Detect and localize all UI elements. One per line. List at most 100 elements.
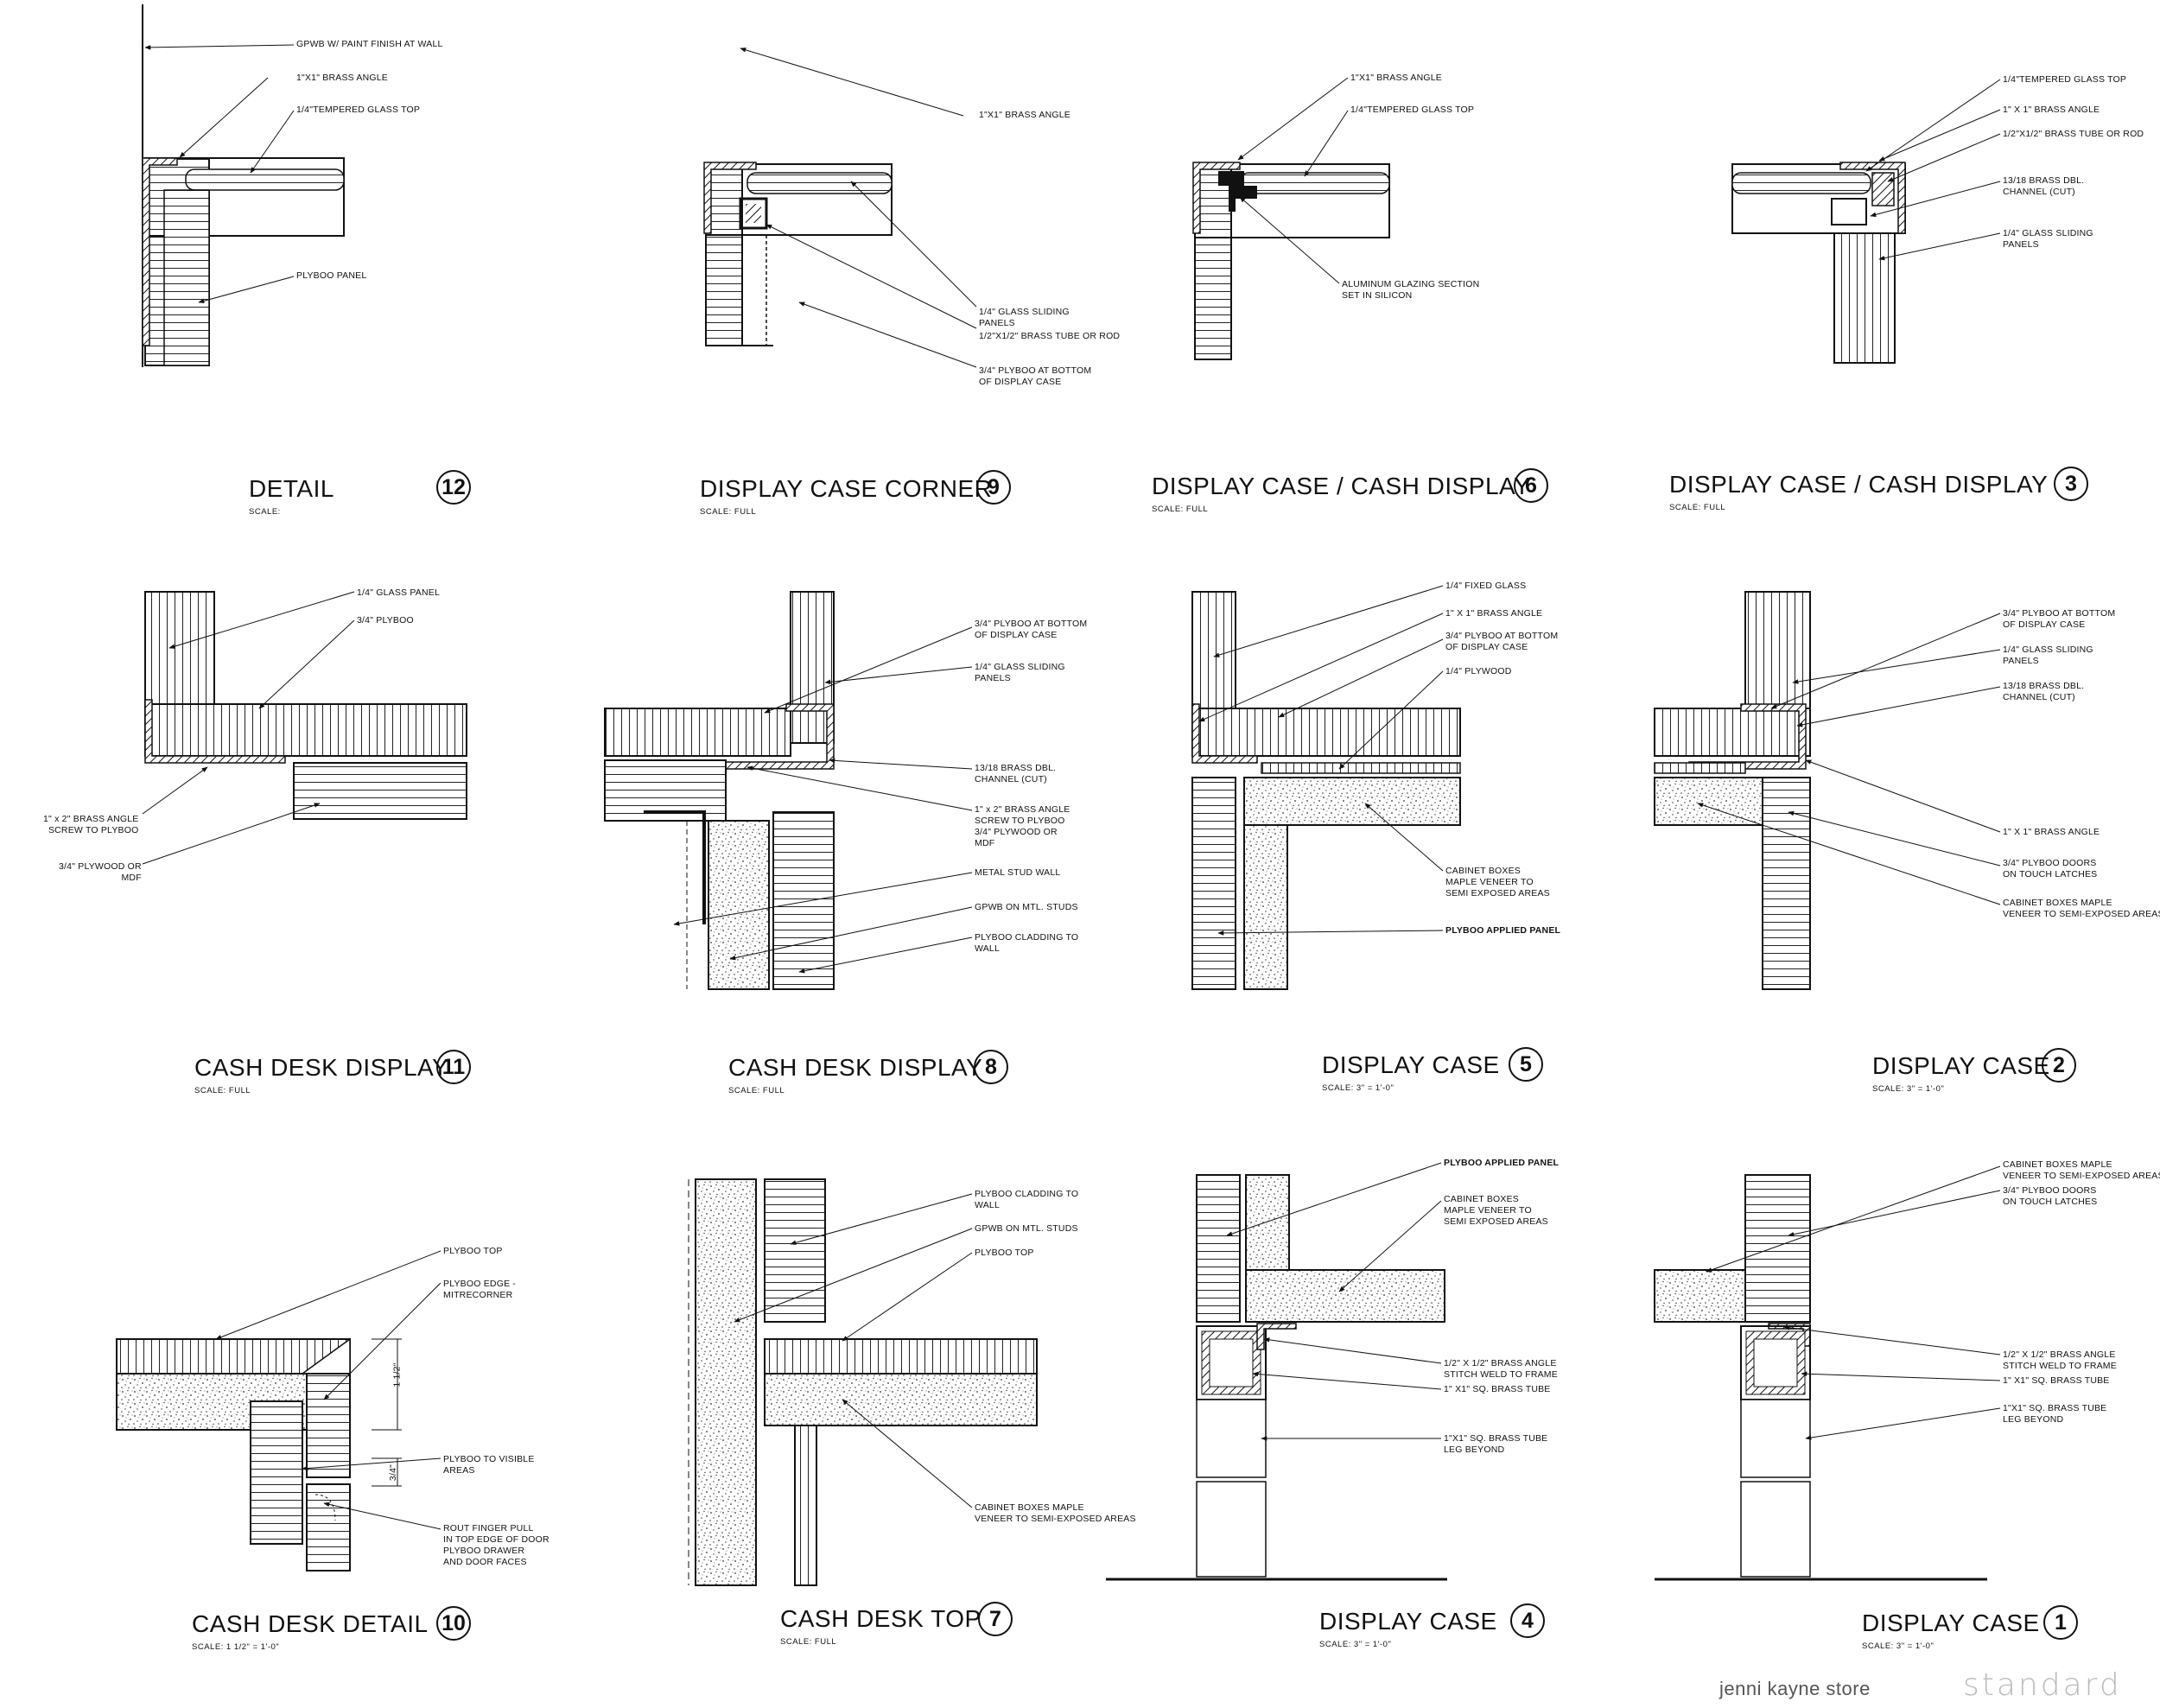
note-brass-angle: 1" x 2" BRASS ANGLE SCREW TO PLYBOO 3/4"… <box>975 804 1070 848</box>
detail-number: 11 <box>436 1050 471 1084</box>
note-glass-panel: 1/4" GLASS PANEL <box>357 587 441 598</box>
detail-number: 9 <box>976 470 1011 505</box>
detail-title: CASH DESK TOP <box>780 1605 982 1632</box>
note-plyboo-panel: PLYBOO PANEL <box>296 270 367 281</box>
note-glass-top: 1/4"TEMPERED GLASS TOP <box>2003 74 2127 85</box>
note-plyboo-bottom: 3/4" PLYBOO AT BOTTOM OF DISPLAY CASE <box>979 365 1092 387</box>
detail-number: 12 <box>436 470 471 505</box>
note-plywood: 3/4" PLYWOOD OR MDF <box>59 861 142 883</box>
detail-2-drawing <box>1654 591 2001 990</box>
note-cabinet-boxes: CABINET BOXES MAPLE VENEER TO SEMI EXPOS… <box>1444 1194 1548 1227</box>
detail-scale: SCALE: FULL <box>194 1086 251 1095</box>
detail-9: 1"X1" BRASS ANGLE 1/4" GLASS SLIDING PAN… <box>540 0 1120 553</box>
detail-4-drawing <box>1106 1162 1447 1581</box>
note-glass-panels: 1/4" GLASS SLIDING PANELS <box>975 662 1065 683</box>
note-cabinet-boxes: CABINET BOXES MAPLE VENEER TO SEMI-EXPOS… <box>2003 898 2160 919</box>
detail-title: CASH DESK DETAIL <box>192 1610 429 1637</box>
detail-scale: SCALE: 3" = 1'-0" <box>1862 1641 1934 1651</box>
note-visible-areas: PLYBOO TO VISIBLE AREAS <box>443 1454 535 1476</box>
detail-6: 1"X1" BRASS ANGLE 1/4"TEMPERED GLASS TOP… <box>1080 0 1620 553</box>
note-glass-top: 1/4"TEMPERED GLASS TOP <box>1350 105 1475 115</box>
note-brass-angle: 1" X 1" BRASS ANGLE <box>1445 608 1543 619</box>
detail-12: GPWB W/ PAINT FINISH AT WALL 1"X1" BRASS… <box>0 0 540 553</box>
detail-scale: SCALE: 3" = 1'-0" <box>1322 1083 1394 1093</box>
detail-8: 3/4" PLYBOO AT BOTTOM OF DISPLAY CASE 1/… <box>540 553 1087 1123</box>
note-plywood: 1/4" PLYWOOD <box>1445 666 1512 676</box>
detail-title: DISPLAY CASE <box>1319 1608 1497 1635</box>
note-brass-angle: 1" X 1" BRASS ANGLE <box>2003 827 2100 837</box>
note-doors: 3/4" PLYBOO DOORS ON TOUCH LATCHES <box>2003 1185 2098 1207</box>
note-brass-angle: 1"X1" BRASS ANGLE <box>296 73 388 83</box>
detail-number: 8 <box>974 1050 1008 1084</box>
detail-number: 5 <box>1509 1047 1543 1082</box>
detail-2: 3/4" PLYBOO AT BOTTOM OF DISPLAY CASE 1/… <box>1620 553 2160 1123</box>
note-glass-panels: 1/4" GLASS SLIDING PANELS <box>2003 644 2093 666</box>
detail-7: PLYBOO CLADDING TO WALL GPWB ON MTL. STU… <box>540 1123 1135 1708</box>
detail-number: 10 <box>436 1606 471 1641</box>
detail-title: DISPLAY CASE CORNER <box>700 475 993 502</box>
note-plyboo-edge: PLYBOO EDGE - MITRECORNER <box>443 1279 517 1300</box>
dim-edge: 3/4" <box>388 1464 399 1482</box>
detail-number: 3 <box>2054 467 2088 501</box>
note-cladding: PLYBOO CLADDING TO WALL <box>975 1189 1079 1210</box>
note-tube-leg: 1"X1" SQ. BRASS TUBE LEG BEYOND <box>1444 1433 1548 1455</box>
note-brass-angle: 1"X1" BRASS ANGLE <box>1350 73 1442 83</box>
note-channel: 13/18 BRASS DBL. CHANNEL (CUT) <box>2003 175 2085 197</box>
note-fixed-glass: 1/4" FIXED GLASS <box>1445 581 1527 591</box>
detail-scale: SCALE: FULL <box>700 507 757 517</box>
note-cabinet-boxes: CABINET BOXES MAPLE VENEER TO SEMI EXPOS… <box>1445 866 1550 898</box>
detail-scale: SCALE: 1 1/2" = 1'-0" <box>192 1642 280 1652</box>
detail-1-drawing <box>1654 1165 2001 1581</box>
detail-scale: SCALE: FULL <box>1669 503 1726 512</box>
detail-4: PLYBOO APPLIED PANEL CABINET BOXES MAPLE… <box>1080 1123 1620 1708</box>
detail-3-drawing <box>1731 79 2001 364</box>
detail-9-drawing <box>703 48 977 368</box>
note-brass-tube: 1" X1" SQ. BRASS TUBE <box>1444 1384 1551 1394</box>
note-plyboo-bottom: 3/4" PLYBOO AT BOTTOM OF DISPLAY CASE <box>2003 608 2116 630</box>
note-plyboo-top: PLYBOO TOP <box>443 1246 503 1256</box>
note-finger-pull: ROUT FINGER PULL IN TOP EDGE OF DOOR PLY… <box>443 1523 550 1567</box>
detail-title: DISPLAY CASE / CASH DISPLAY <box>1152 473 1531 499</box>
note-brass-angle: 1" X 1" BRASS ANGLE <box>2003 105 2100 115</box>
detail-number: 4 <box>1510 1603 1545 1638</box>
detail-6-drawing <box>1192 77 1390 360</box>
detail-title: DETAIL <box>249 475 334 502</box>
note-glass-panels: 1/4" GLASS SLIDING PANELS <box>979 307 1070 328</box>
detail-number: 1 <box>2043 1605 2078 1640</box>
detail-8-drawing <box>604 591 973 990</box>
detail-11-drawing <box>142 591 467 865</box>
note-gpwb: GPWB W/ PAINT FINISH AT WALL <box>296 39 443 49</box>
note-brass-tube: 1" X1" SQ. BRASS TUBE <box>2003 1375 2110 1386</box>
dim-top: 1 1/2" <box>391 1362 403 1387</box>
note-brass-angle: 1" x 2" BRASS ANGLE SCREW TO PLYBOO <box>43 814 139 835</box>
note-gpwb: GPWB ON MTL. STUDS <box>975 902 1078 912</box>
note-doors: 3/4" PLYBOO DOORS ON TOUCH LATCHES <box>2003 858 2098 879</box>
note-applied-panel: PLYBOO APPLIED PANEL <box>1445 925 1561 936</box>
brand-logo: standard <box>1963 1667 2122 1703</box>
detail-11: 1/4" GLASS PANEL 3/4" PLYBOO 1" x 2" BRA… <box>0 553 540 1123</box>
note-gpwb: GPWB ON MTL. STUDS <box>975 1223 1078 1234</box>
note-brass-angle: 1/2" X 1/2" BRASS ANGLE STITCH WELD TO F… <box>2003 1349 2117 1371</box>
project-name: jenni kayne store <box>1719 1678 1871 1699</box>
detail-title: DISPLAY CASE <box>1862 1610 2040 1636</box>
detail-5: 1/4" FIXED GLASS 1" X 1" BRASS ANGLE 3/4… <box>1080 553 1620 1123</box>
detail-title: DISPLAY CASE / CASH DISPLAY <box>1669 471 2049 498</box>
detail-scale: SCALE: 3" = 1'-0" <box>1872 1084 1945 1094</box>
note-plyboo-top: PLYBOO TOP <box>975 1248 1034 1258</box>
detail-12-drawing <box>142 4 345 367</box>
detail-1: CABINET BOXES MAPLE VENEER TO SEMI-EXPOS… <box>1620 1123 2160 1708</box>
note-glass-panels: 1/4" GLASS SLIDING PANELS <box>2003 228 2093 250</box>
note-plyboo: 3/4" PLYBOO <box>357 615 414 625</box>
detail-number: 2 <box>2042 1048 2076 1083</box>
detail-number: 6 <box>1514 468 1548 503</box>
note-cladding: PLYBOO CLADDING TO WALL <box>975 932 1079 954</box>
note-plyboo-bottom: 3/4" PLYBOO AT BOTTOM OF DISPLAY CASE <box>975 619 1088 640</box>
detail-10: PLYBOO TOP PLYBOO EDGE - MITRECORNER PLY… <box>0 1123 550 1708</box>
detail-scale: SCALE: FULL <box>1152 505 1209 514</box>
detail-title: DISPLAY CASE <box>1872 1052 2050 1079</box>
detail-scale: SCALE: <box>249 507 281 517</box>
note-stud-wall: METAL STUD WALL <box>975 867 1061 878</box>
note-tube-leg: 1"X1" SQ. BRASS TUBE LEG BEYOND <box>2003 1403 2107 1425</box>
detail-title: CASH DESK DISPLAY <box>194 1054 449 1081</box>
